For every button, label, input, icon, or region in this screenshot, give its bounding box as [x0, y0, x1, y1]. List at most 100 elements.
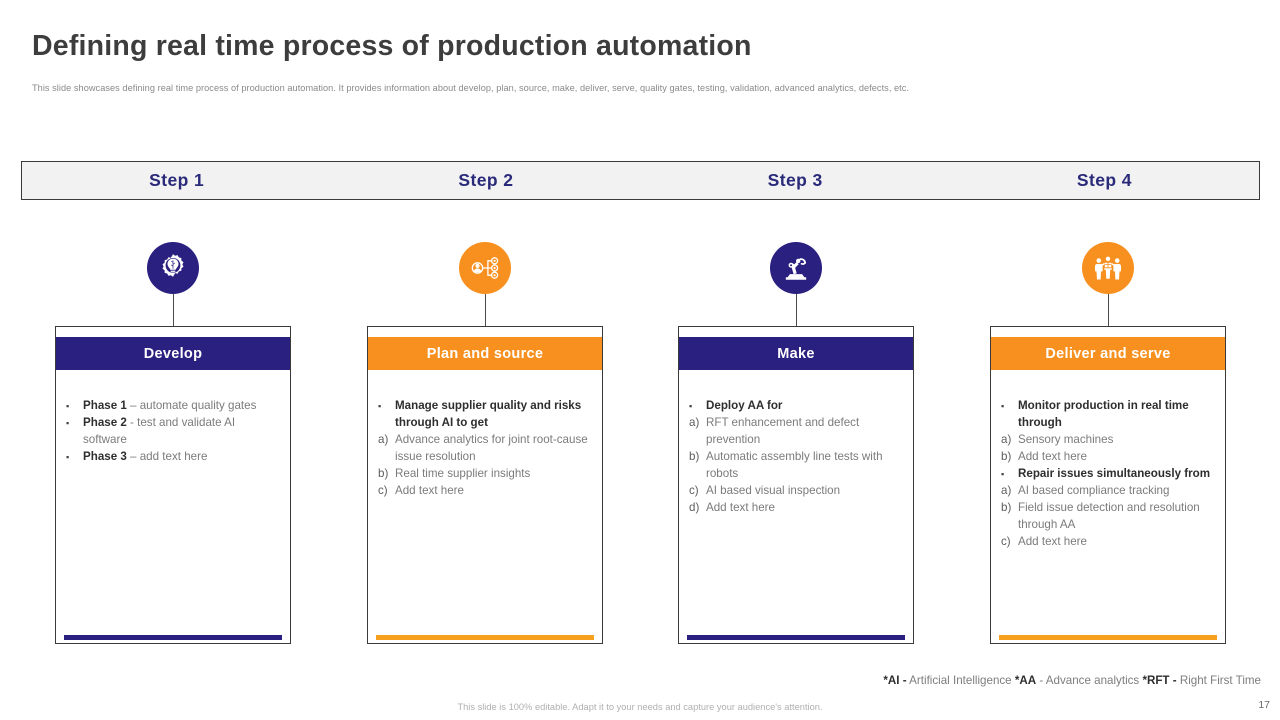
list-item: ▪ Phase 3 – add text here	[66, 449, 282, 466]
list-item: c) Add text here	[378, 483, 594, 500]
card-bottom-bar-3	[687, 635, 905, 640]
card-header-4: Deliver and serve	[991, 337, 1225, 370]
process-card-2: Plan and source ▪ Manage supplier quality …	[367, 326, 603, 644]
step-header-band: Step 1 Step 2 Step 3 Step 4	[21, 161, 1260, 200]
list-item-text: Sensory machines	[1018, 432, 1114, 446]
process-columns: Develop ▪ Phase 1 – automate quality gates…	[0, 200, 1280, 650]
list-marker: a)	[689, 416, 700, 430]
list-item-text: Real time supplier insights	[395, 466, 531, 480]
legend-abbrev: *AI -	[883, 674, 907, 687]
card-body-3: ▪ Deploy AA for a) RFT enhancement and defe…	[679, 370, 913, 643]
list-item-text: Automatic assembly line tests with robot…	[706, 449, 883, 480]
list-item-text: AI based visual inspection	[706, 483, 841, 497]
editable-note: This slide is 100% editable. Adapt it to…	[457, 702, 823, 712]
list-marker: c)	[1001, 534, 1011, 548]
legend-abbrev: *RFT -	[1142, 674, 1177, 687]
list-marker: ▪	[689, 401, 693, 411]
list-marker: c)	[689, 483, 699, 497]
list-marker: ▪	[66, 418, 70, 429]
list-item: b) Real time supplier insights	[378, 466, 594, 483]
supplier-network-icon	[459, 242, 511, 294]
list-item: b) Automatic assembly line tests with rob…	[689, 449, 905, 483]
list-marker: b)	[689, 449, 700, 463]
list-item-text: AI based compliance tracking	[1018, 483, 1170, 497]
list-item-text: Manage supplier quality and risks throug…	[395, 399, 582, 429]
page-number: 17	[1258, 699, 1270, 711]
list-item-text: Deploy AA for	[706, 399, 783, 412]
card-top-gap	[679, 327, 913, 337]
card-top-gap	[368, 327, 602, 337]
list-item-text: Phase 2 - test and validate AI software	[83, 415, 282, 449]
list-item-text: RFT enhancement and defect prevention	[706, 416, 860, 447]
list-item-lead: Phase 1	[83, 399, 127, 412]
card-item-list: ▪ Phase 1 – automate quality gates ▪ Phase …	[66, 398, 282, 466]
list-item-text: Add text here	[1018, 534, 1087, 548]
step-label-3: Step 3	[767, 170, 823, 190]
connector-line-3	[796, 294, 797, 328]
list-marker: a)	[378, 432, 389, 446]
card-top-gap	[56, 327, 290, 337]
process-column-1: Develop ▪ Phase 1 – automate quality gates…	[17, 200, 329, 650]
list-marker: a)	[1001, 432, 1012, 446]
card-body-4: ▪Monitor production in real time through…	[991, 370, 1225, 643]
list-marker: b)	[378, 466, 389, 480]
card-item-list: ▪ Manage supplier quality and risks throu…	[378, 398, 594, 500]
list-item-rest: - test and validate AI software	[83, 416, 236, 447]
list-item-text: Add text here	[706, 500, 775, 514]
list-item: ▪ Manage supplier quality and risks throu…	[378, 398, 594, 432]
list-item: ▪Monitor production in real time through	[1001, 398, 1217, 432]
list-marker: c)	[378, 483, 388, 497]
legend-expansion: Right First Time	[1176, 674, 1261, 687]
list-item: ▪ Repair issues simultaneously from	[1001, 466, 1217, 483]
list-item-text: Repair issues simultaneously from	[1018, 466, 1211, 480]
legend-abbrev: *AA	[1014, 674, 1037, 687]
robotic-arm-icon	[770, 242, 822, 294]
page-title: Defining real time process of production…	[32, 30, 752, 62]
card-item-list: ▪ Deploy AA for a) RFT enhancement and defe…	[689, 398, 905, 517]
connector-line-1	[173, 294, 174, 328]
connector-line-2	[485, 294, 486, 328]
page-subtitle: This slide showcases defining real time …	[32, 83, 910, 93]
card-body-2: ▪ Manage supplier quality and risks throu…	[368, 370, 602, 643]
list-item-rest: – add text here	[126, 449, 208, 463]
list-item: ▪ Phase 1 – automate quality gates	[66, 398, 282, 415]
card-header-2: Plan and source	[368, 337, 602, 370]
list-marker: ▪	[1001, 401, 1005, 411]
card-bottom-bar-2	[376, 635, 594, 640]
process-card-4: Deliver and serve ▪Monitor production in …	[990, 326, 1226, 644]
delivery-handoff-icon	[1082, 242, 1134, 294]
list-item: d)Add text here	[689, 500, 905, 517]
list-item: c) Add text here	[1001, 534, 1217, 551]
card-header-1: Develop	[56, 337, 290, 370]
list-marker: ▪	[1001, 468, 1005, 479]
step-label-2: Step 2	[458, 170, 514, 190]
gear-lightbulb-icon	[147, 242, 199, 294]
legend-expansion: - Advance analytics	[1036, 674, 1143, 687]
card-top-gap	[991, 327, 1225, 337]
list-item-text: Add text here	[395, 483, 464, 497]
list-item-text: Field issue detection and resolution thr…	[1018, 500, 1200, 531]
list-item-text: Phase 3 – add text here	[83, 449, 282, 466]
list-item: a) AI based compliance tracking	[1001, 483, 1217, 500]
list-marker: a)	[1001, 483, 1012, 497]
process-column-2: Plan and source ▪ Manage supplier quality …	[329, 200, 641, 650]
list-item: ▪ Phase 2 - test and validate AI software	[66, 415, 282, 449]
step-label-4: Step 4	[1076, 170, 1132, 190]
list-item: a)Advance analytics for joint root-cause…	[378, 432, 594, 466]
card-bottom-bar-4	[999, 635, 1217, 640]
card-bottom-bar-1	[64, 635, 282, 640]
process-card-1: Develop ▪ Phase 1 – automate quality gates…	[55, 326, 291, 644]
list-item: a) Sensory machines	[1001, 432, 1217, 449]
list-marker: ▪	[66, 451, 70, 462]
list-marker: b)	[1001, 500, 1012, 514]
step-label-1: Step 1	[149, 170, 205, 190]
card-item-list: ▪Monitor production in real time through…	[1001, 398, 1217, 550]
list-item-text: Phase 1 – automate quality gates	[83, 398, 282, 415]
list-item-rest: – automate quality gates	[126, 399, 257, 412]
connector-line-4	[1108, 294, 1109, 328]
list-item: b) Field issue detection and resolution t…	[1001, 500, 1217, 534]
list-marker: ▪	[66, 401, 70, 411]
list-marker: ▪	[378, 401, 382, 411]
